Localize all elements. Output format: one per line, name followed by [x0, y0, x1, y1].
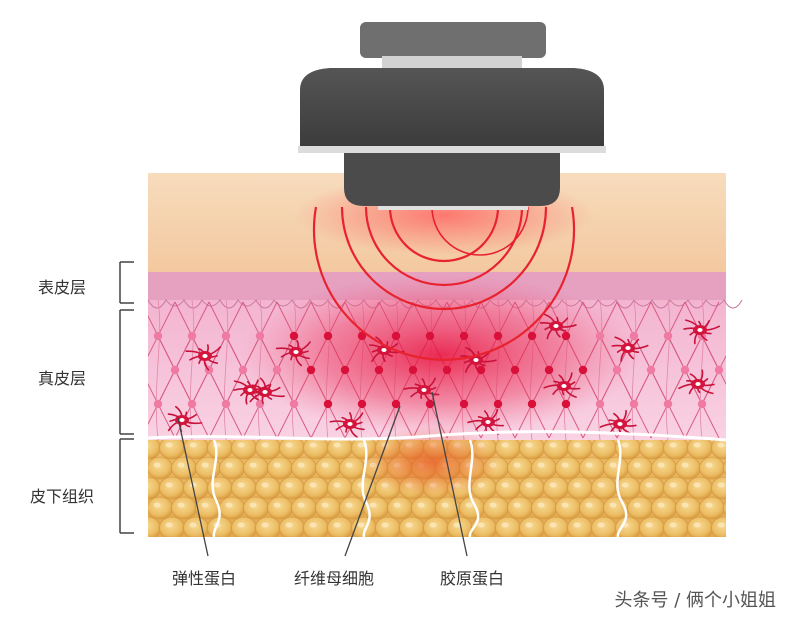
label-elastin: 弹性蛋白: [172, 569, 237, 588]
device-rim: [298, 146, 606, 153]
device-neck: [382, 56, 522, 70]
rf-device: [298, 22, 606, 210]
label-dermis: 真皮层: [38, 369, 87, 388]
fat-heat-glow: [360, 427, 500, 497]
label-epidermis: 表皮层: [38, 278, 87, 297]
layer-brackets: [119, 261, 134, 534]
label-fibroblast: 纤维母细胞: [294, 569, 375, 588]
dermis-fat-boundary: [147, 430, 727, 442]
fat-septa: [211, 439, 628, 538]
label-subcutaneous: 皮下组织: [30, 487, 95, 506]
rf-waves: [312, 206, 576, 361]
callout-lines: [177, 391, 468, 557]
device-head: [344, 153, 560, 206]
elastin-nodes: [153, 331, 724, 409]
device-handle-top: [360, 22, 546, 58]
device-body: [300, 68, 604, 146]
label-collagen: 胶原蛋白: [440, 569, 505, 588]
device-electrode: [378, 206, 528, 210]
dermis-heat-glow: [240, 275, 640, 435]
fat-cells: [148, 440, 726, 537]
watermark: 头条号 / 俩个小姐姐: [614, 590, 776, 611]
